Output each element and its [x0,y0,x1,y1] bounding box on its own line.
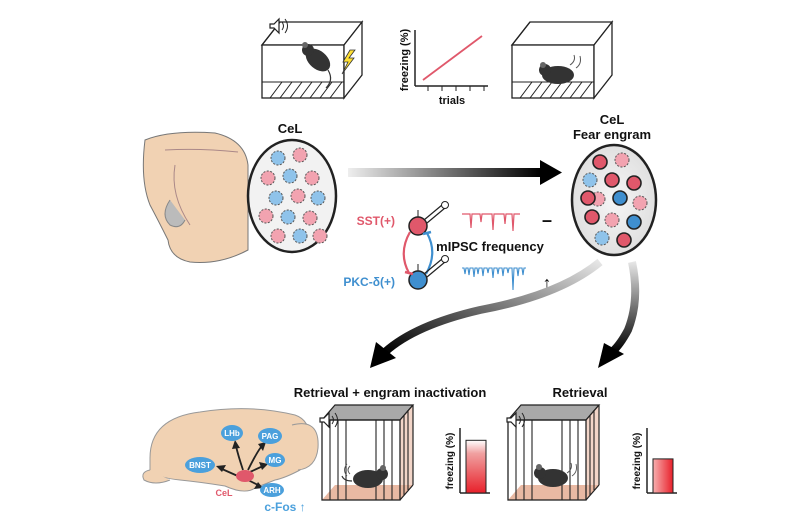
mouse-icon [302,42,332,89]
test-cage [510,20,614,100]
sst-engram-cell [626,175,642,191]
sst-engram-cell [616,232,632,248]
pkc-label: PKC-δ(+) [343,275,395,289]
cage-inactivation [320,404,415,501]
region-lhb: LHb [221,425,243,441]
freezing-label-retrieval: freezing (%) [632,433,643,490]
cel-engram-cells [580,152,648,248]
region-cel-label: CeL [215,488,233,498]
region-lhb-label: LHb [224,429,240,438]
learning-curve-line [422,35,483,81]
lightning-icon [341,49,356,75]
sst-engram-cell [580,190,596,206]
pkc-cell-inactive [268,190,284,206]
cel-naive-cells [258,147,328,244]
pkc-mipsc-trace [462,267,526,291]
freezing-axis-label: freezing (%) [399,28,411,91]
sst-cell-inactive [292,147,308,163]
projection-arrows [216,440,268,489]
sst-engram-cell [584,209,600,225]
trials-axis-label: trials [439,95,465,107]
arrow-to-inactivation [370,258,603,368]
pkc-cell-inactive [594,230,610,246]
freezing-bar-retrieval: freezing (%) [632,428,677,494]
sst-pkc-circuit [402,210,434,290]
sst-cell-inactive [604,212,620,228]
speaker-icon [319,411,338,429]
sst-cell-inactive [258,208,274,224]
pkc-cell-inactive [292,228,308,244]
pkc-engram-cell [612,190,628,206]
speaker-icon [506,411,525,429]
mouse-icon [539,54,581,84]
learning-curve-plot: freezing (%) trials [399,28,488,107]
sst-engram-cell [592,154,608,170]
region-pag: PAG [258,428,282,444]
pkc-cell-inactive [582,172,598,188]
mipsc-frequency-label: mIPSC frequency [436,239,544,254]
region-pag-label: PAG [262,432,279,441]
cel-right-label: CeL [600,112,625,127]
grid-floor [262,81,344,99]
fear-engram-label: Fear engram [573,127,651,142]
sst-no-change-symbol: – [542,210,552,230]
freezing-bar-inactivation-fill [465,439,487,494]
pkc-increase-arrow: ↑ [543,273,552,293]
sst-cell-inactive [304,170,320,186]
cfos-label: c-Fos ↑ [264,500,305,514]
mouse-icon [534,462,577,487]
pkc-cell-inactive [280,209,296,225]
pkc-cell-inactive [270,150,286,166]
sst-label: SST(+) [357,214,395,228]
pkc-cell-inactive [310,190,326,206]
brain-sagittal [142,408,319,492]
pkc-cell-inactive [282,168,298,184]
pkc-engram-cell [626,214,642,230]
sst-cell-inactive [302,210,318,226]
recording-electrode-top [423,201,449,224]
cel-left-label: CeL [278,121,303,136]
sst-cell-inactive [270,228,286,244]
recording-electrode-bottom [423,255,449,278]
sst-cell-inactive [614,152,630,168]
sst-cell-inactive [312,228,328,244]
sst-cell-inactive [290,188,306,204]
freezing-label-inactivation: freezing (%) [445,433,456,490]
region-cel [236,470,254,482]
sst-cell-inactive [632,195,648,211]
learning-arrow [348,160,562,185]
retrieval-title: Retrieval [553,385,608,400]
training-cage [260,20,364,100]
region-bnst-label: BNST [189,461,211,470]
mouse-icon [341,463,388,488]
sst-engram-cell [604,172,620,188]
retrieval-inactivation-title: Retrieval + engram inactivation [294,385,487,400]
sst-cell-inactive [260,170,276,186]
sst-to-pkc-projection [402,231,411,274]
cage-retrieval [506,404,601,501]
region-mg-label: MG [269,456,282,465]
brain-coronal-sketch [142,131,249,263]
freezing-bar-inactivation: freezing (%) [445,428,490,494]
speaker-icon [269,17,288,35]
region-mg: MG [265,453,285,467]
region-bnst: BNST [185,457,215,473]
arrow-to-retrieval [598,261,640,368]
region-arh-label: ARH [263,486,281,495]
freezing-bar-retrieval-fill [652,458,674,494]
sst-mipsc-trace [462,213,520,232]
region-arh: ARH [260,483,284,497]
